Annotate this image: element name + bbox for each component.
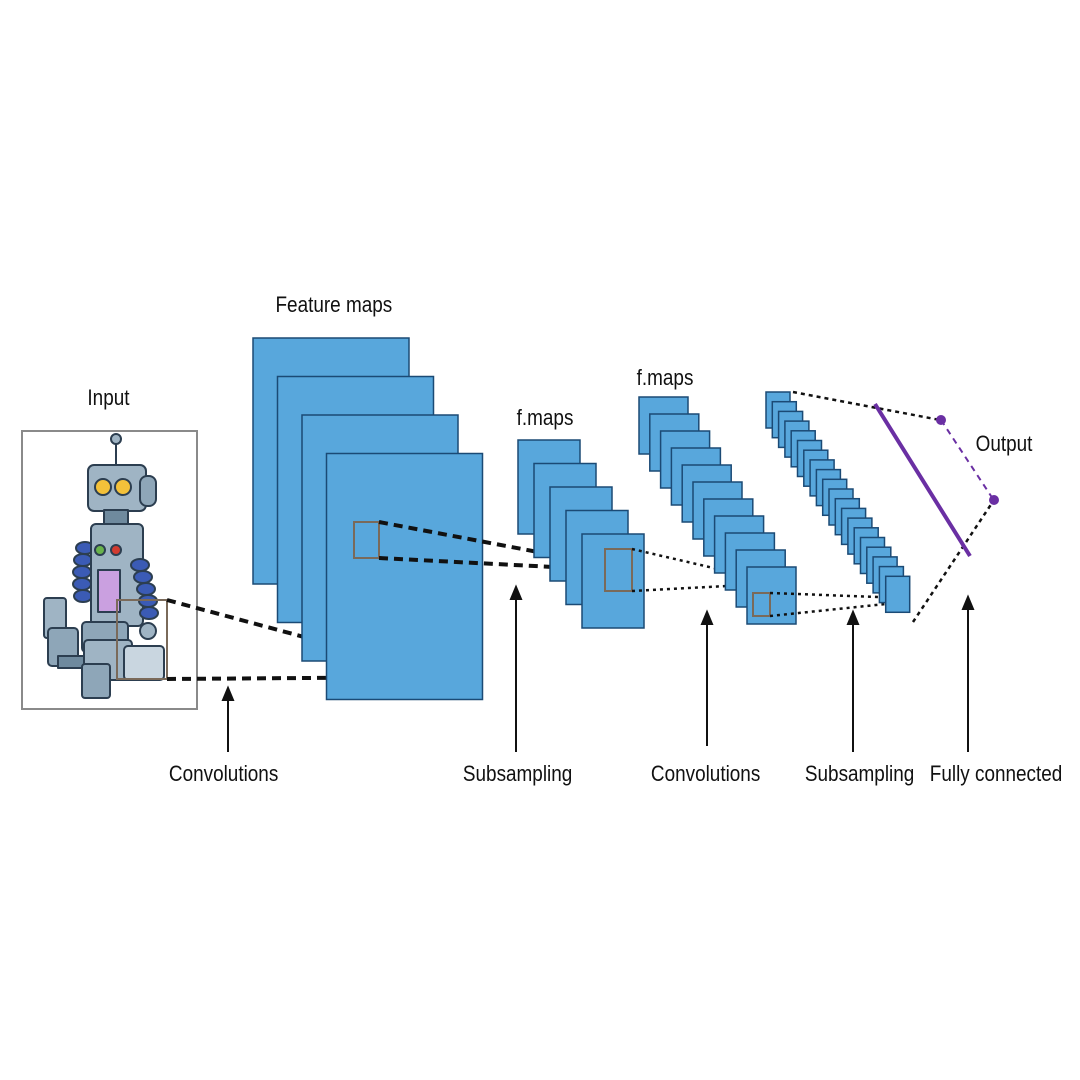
fmaps-1-kernel-box <box>604 548 633 592</box>
fmaps-1-stack <box>517 439 645 629</box>
feature-maps-label: Feature maps <box>275 292 393 317</box>
stage-label-subsampling-1: Subsampling <box>462 761 573 786</box>
fmaps-2-kernel-box <box>752 592 771 617</box>
robot-illustration <box>43 433 165 699</box>
stage-label-convolutions-2: Convolutions <box>650 761 761 786</box>
subsampled-map-20 <box>884 575 911 614</box>
feature-maps-kernel-box <box>353 521 380 559</box>
fmaps-2-label: f.maps <box>636 365 694 390</box>
output-node-1 <box>936 415 946 425</box>
fully-connected-vector <box>873 402 972 558</box>
fmaps-2-stack <box>638 396 797 625</box>
stage-label-convolutions-1: Convolutions <box>168 761 279 786</box>
subsampled-stack <box>765 391 911 614</box>
output-label: Output <box>975 431 1033 456</box>
fmap-2-11 <box>746 566 797 625</box>
fully-connected-links <box>792 390 996 623</box>
stage-label-fully-connected: Fully connected <box>929 761 1063 786</box>
input-image <box>21 430 198 710</box>
input-label: Input <box>87 385 130 410</box>
input-receptive-field <box>116 599 168 680</box>
output-node-2 <box>989 495 999 505</box>
stage-arrows <box>221 584 975 752</box>
feature-map-4 <box>325 452 484 701</box>
feature-maps-stack <box>252 337 484 701</box>
stage-label-subsampling-2: Subsampling <box>804 761 915 786</box>
fmaps-1-label: f.maps <box>516 405 574 430</box>
